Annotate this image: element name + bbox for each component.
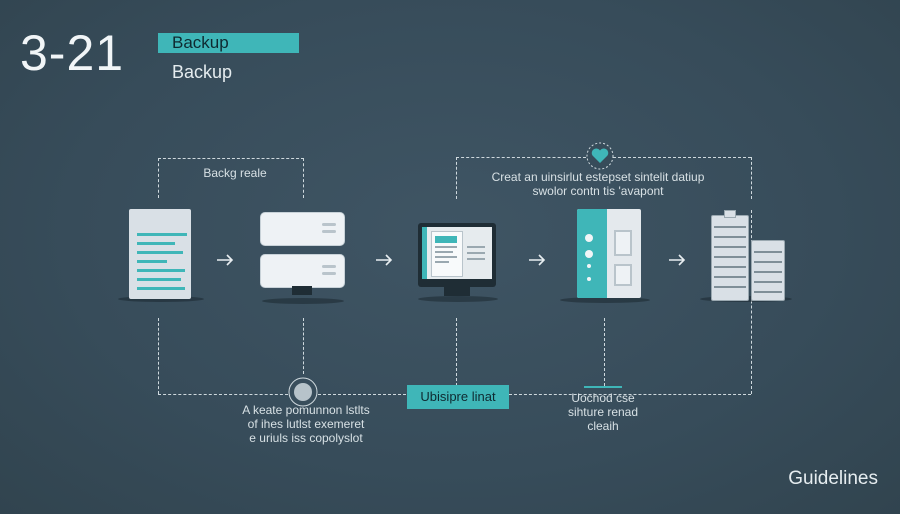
accent-line — [584, 386, 622, 388]
label-top-left: Backg reale — [203, 166, 267, 180]
brand-label: Guidelines — [788, 468, 878, 489]
page-title-number: 3-21 — [20, 25, 125, 81]
label-top-right-line-1: Creat an uinsirlut estepset sintelit dat… — [491, 170, 705, 184]
title-badge: Backup — [158, 33, 299, 53]
page-subtitle: Backup — [172, 62, 233, 82]
arrow-right-icon — [668, 253, 686, 266]
label-bottom-right-line-2: sihture renad — [567, 405, 639, 419]
arrow-right-icon — [528, 253, 546, 266]
label-bottom-left-line-3: e uriuls iss copolyslot — [249, 431, 363, 445]
label-top-right-line-2: swolor contn tis 'avapont — [532, 184, 664, 198]
label-bottom-left: A keate pomunnon lstlts of ihes lutlst e… — [226, 403, 386, 445]
label-bottom-right-line-3: cleaih — [587, 419, 619, 433]
label-bottom-left-line-1: A keate pomunnon lstlts — [242, 403, 370, 417]
arrow-right-icon — [375, 253, 393, 266]
label-bottom-left-line-2: of ihes lutlst exemeret — [247, 417, 365, 431]
label-bottom-right-line-1: Uochod cse — [571, 391, 635, 405]
circle-node-icon — [288, 377, 318, 407]
arrow-right-icon — [216, 253, 234, 266]
heart-icon — [586, 142, 614, 170]
label-top-right: Creat an uinsirlut estepset sintelit dat… — [480, 170, 716, 198]
label-bottom-right: Uochod cse sihture renad cleaih — [560, 391, 646, 433]
center-label-box: Ubisipre linat — [407, 385, 509, 409]
